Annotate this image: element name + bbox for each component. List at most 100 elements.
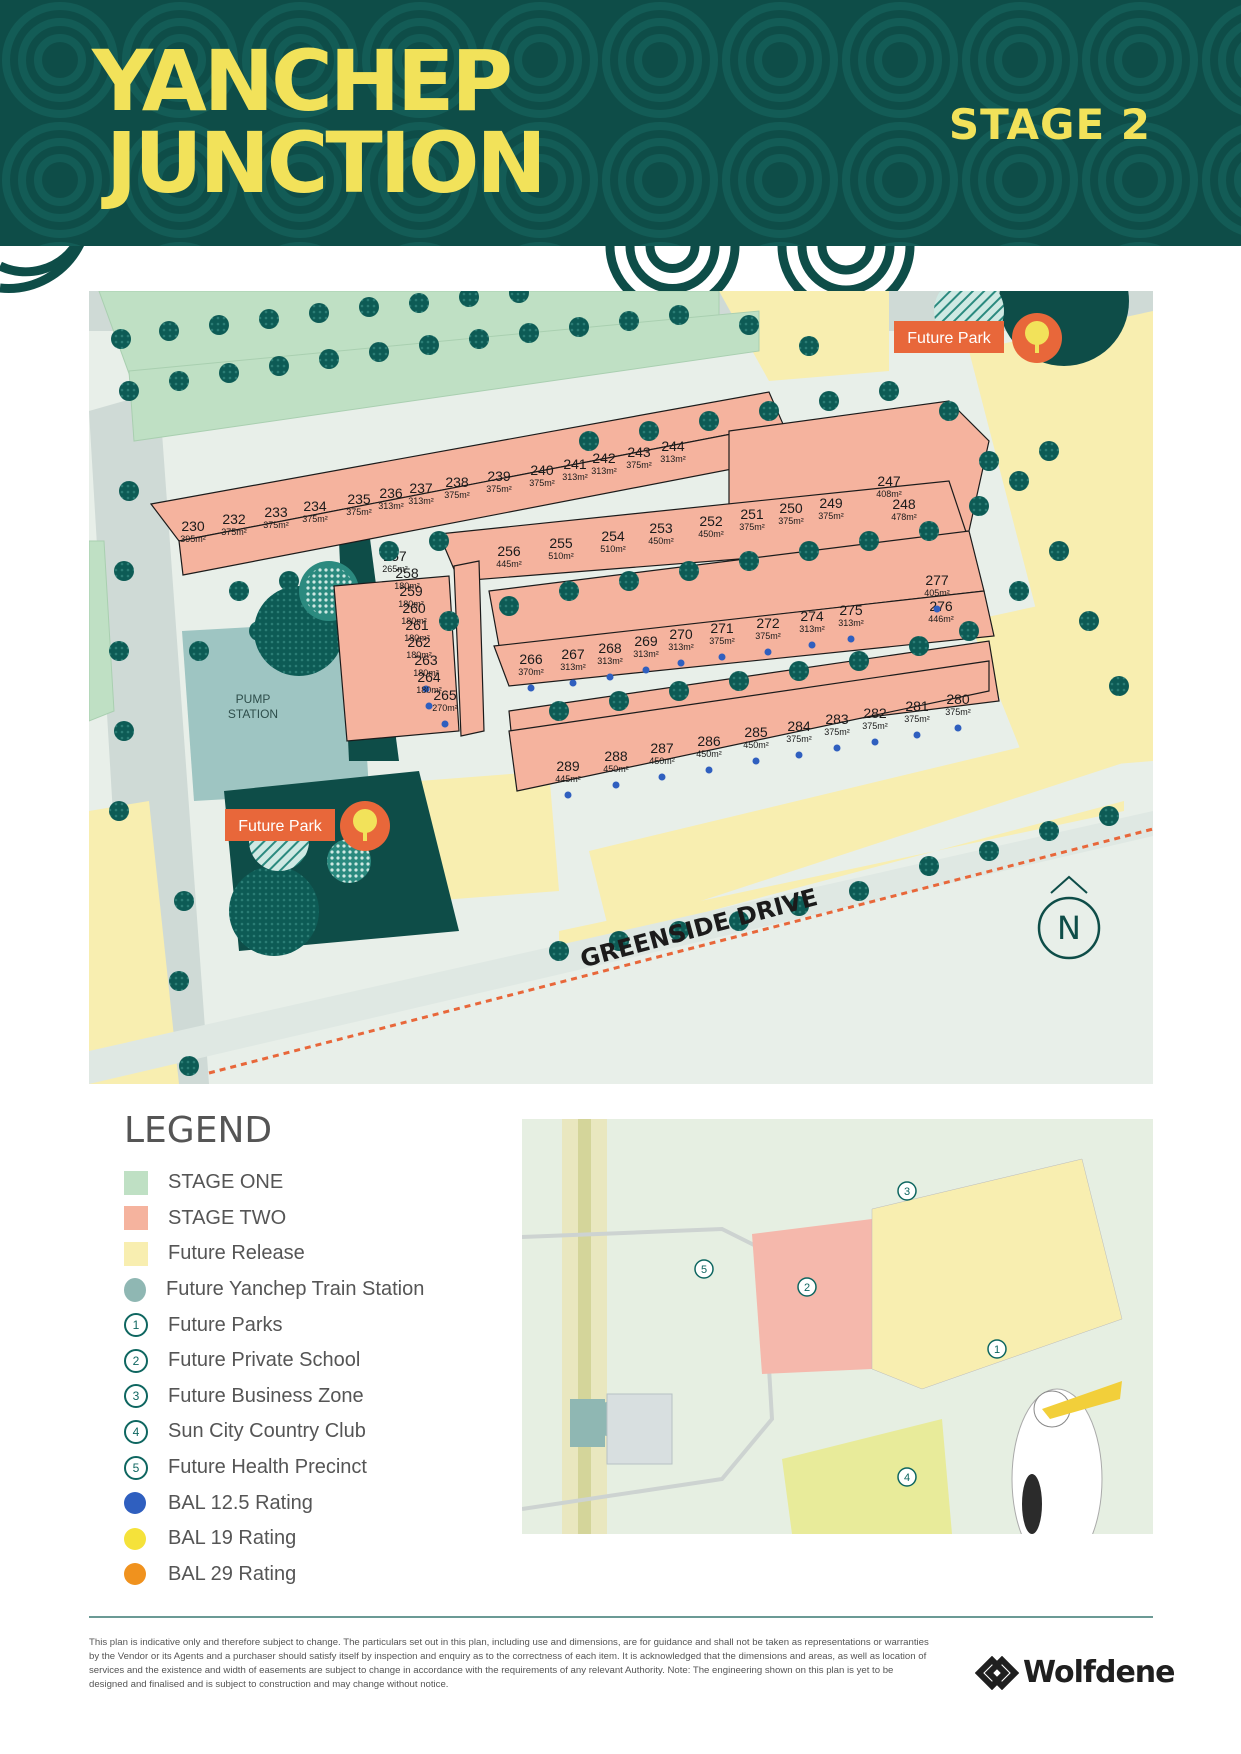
tree-icon xyxy=(174,891,194,911)
tree-icon xyxy=(849,651,869,671)
pelican-mascot-illustration xyxy=(1011,1381,1122,1534)
lot-area: 313m² xyxy=(597,656,623,666)
tree-icon xyxy=(111,329,131,349)
legend-dot xyxy=(124,1563,146,1586)
lot-area: 405m² xyxy=(924,588,950,598)
bal-12-5-marker xyxy=(764,648,772,656)
lot-number: 260 xyxy=(402,600,426,616)
tree-icon xyxy=(499,596,519,616)
bal-12-5-marker xyxy=(718,653,726,661)
tree-icon xyxy=(619,311,639,331)
bal-12-5-marker xyxy=(752,757,760,765)
tree-icon xyxy=(179,1056,199,1076)
svg-text:5: 5 xyxy=(701,1264,707,1276)
tree-icon xyxy=(679,561,699,581)
lot-area: 510m² xyxy=(600,544,626,554)
lot-area: 445m² xyxy=(555,774,581,784)
tree-icon xyxy=(729,911,749,931)
inset-marker-3: 3 xyxy=(897,1181,917,1201)
train-icon xyxy=(124,1277,146,1302)
future-park-tag-2: Future Park xyxy=(225,801,390,851)
tree-icon xyxy=(609,931,629,951)
lot-area: 375m² xyxy=(862,721,888,731)
lot-area: 370m² xyxy=(518,667,544,677)
lot-number: 238 xyxy=(445,474,469,490)
header-arc-decoration xyxy=(0,246,915,306)
tree-icon xyxy=(969,496,989,516)
lot-area: 313m² xyxy=(633,649,659,659)
title-line-2: JUNCTION xyxy=(106,114,547,212)
lot-area: 180m² xyxy=(413,668,439,678)
svg-text:3: 3 xyxy=(904,1186,910,1198)
bal-12-5-marker xyxy=(808,641,816,649)
legend-label: Future Private School xyxy=(168,1349,361,1372)
lot-number: 247 xyxy=(877,473,901,489)
lot-number: 232 xyxy=(222,511,246,527)
tree-icon xyxy=(1025,321,1049,345)
legend-label: STAGE TWO xyxy=(168,1206,287,1229)
lot-area: 313m² xyxy=(838,618,864,628)
lot-number: 276 xyxy=(929,598,953,614)
tree-icon xyxy=(209,315,229,335)
bal-12-5-marker xyxy=(833,744,841,752)
tree-icon xyxy=(729,671,749,691)
lot-area: 313m² xyxy=(799,624,825,634)
lot-area: 313m² xyxy=(408,496,434,506)
tree-icon xyxy=(959,621,979,641)
